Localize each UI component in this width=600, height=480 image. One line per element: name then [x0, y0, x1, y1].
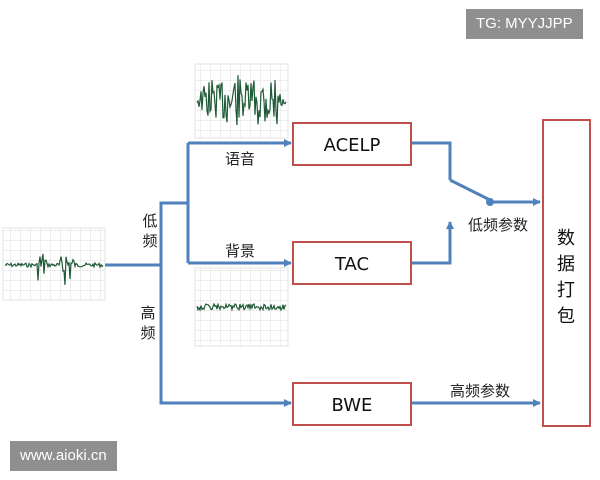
low-band-params-label: 低频参数 [468, 216, 528, 234]
selector-switch [449, 178, 491, 202]
packing-char: 包 [557, 306, 575, 327]
packing-char: 打 [557, 280, 575, 301]
watermark-top-right: TG: MYYJJPP [466, 9, 583, 39]
signal-lines [105, 139, 541, 407]
tac-block: TAC [292, 241, 412, 285]
acelp-output-line [411, 141, 452, 180]
switch-node [486, 198, 494, 206]
high-band-label-char: 高 [140, 304, 155, 322]
watermark-bottom-left: www.aioki.cn [10, 441, 117, 471]
high-band-label-char: 频 [140, 324, 155, 342]
acelp-label: ACELP [324, 135, 381, 156]
input-waveform-image [2, 227, 106, 301]
low-band-trunk [159, 201, 188, 265]
background-waveform-image [194, 267, 289, 347]
high-band-line [159, 265, 292, 407]
tac-output-line [411, 221, 454, 265]
acelp-block: ACELP [292, 122, 412, 166]
background-label: 背景 [225, 242, 255, 260]
speech-label: 语音 [225, 150, 255, 168]
high-band-params-label: 高频参数 [450, 382, 510, 400]
data-packing-block: 数 据 打 包 [542, 119, 591, 427]
low-band-label-char: 频 [142, 232, 157, 250]
low-band-label-char: 低 [142, 212, 157, 230]
packing-char: 数 [557, 228, 575, 249]
speech-waveform-image [194, 63, 289, 139]
packing-char: 据 [557, 254, 575, 275]
tac-label: TAC [334, 254, 369, 275]
bwe-label: BWE [332, 395, 373, 416]
bwe-block: BWE [292, 382, 412, 426]
